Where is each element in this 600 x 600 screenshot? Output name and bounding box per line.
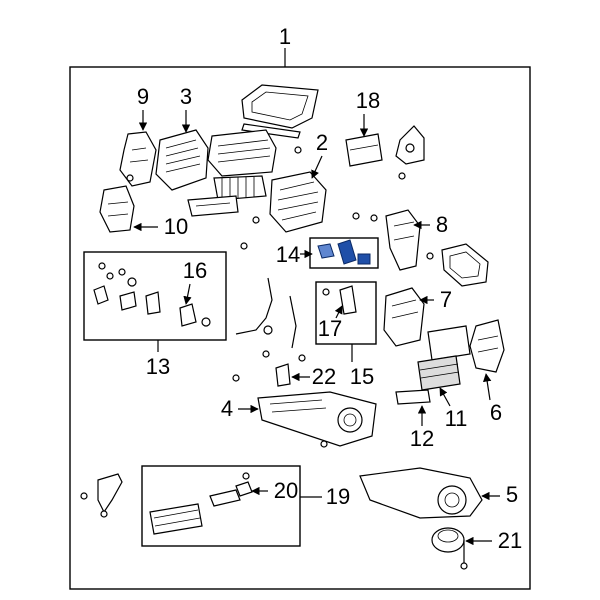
plate-12-part — [395, 389, 431, 405]
filter-frame-part — [241, 84, 319, 129]
blower-motor-21-part — [431, 527, 468, 570]
linkage-rods-part — [235, 277, 297, 349]
callout-18: 18 — [356, 88, 380, 113]
callout-12: 12 — [410, 426, 434, 451]
callout-5: 5 — [506, 482, 518, 507]
subassembly-13-box — [83, 251, 227, 341]
callout-13: 13 — [146, 354, 170, 379]
callout-7: 7 — [440, 287, 452, 312]
housing-7-part — [383, 287, 425, 347]
callout-14: 14 — [276, 242, 300, 267]
callout-11-leader — [439, 387, 451, 407]
callout-8: 8 — [436, 212, 448, 237]
callout-4: 4 — [221, 396, 233, 421]
callout-2-leader — [311, 155, 323, 179]
callout-9: 9 — [137, 84, 149, 109]
callout-3: 3 — [180, 84, 192, 109]
tube-18-part — [345, 133, 383, 167]
subassembly-15-box — [315, 281, 377, 345]
vent-housing-part — [207, 129, 277, 177]
bracket-18-part — [395, 125, 425, 165]
gasket-strip-part — [241, 123, 301, 139]
callout-19: 19 — [326, 484, 350, 509]
clip-20-part — [235, 472, 253, 497]
lower-case-4-part — [257, 391, 377, 447]
blower-case-5-part — [359, 467, 483, 519]
duct-6-part — [469, 319, 505, 373]
bracket-lower-left-part — [80, 473, 123, 518]
callout-20: 20 — [274, 478, 298, 503]
filter-11-part — [417, 355, 461, 391]
clip-22-part — [275, 363, 291, 387]
heater-core-19-part — [149, 489, 241, 535]
shroud-10-part — [99, 185, 135, 233]
callout-11: 11 — [445, 406, 468, 431]
linkage-bar-part — [187, 195, 239, 217]
callout-16: 16 — [183, 258, 207, 283]
callout-17: 17 — [318, 316, 342, 341]
callout-16-leader — [183, 283, 192, 305]
linkage-13-parts — [93, 262, 211, 327]
callout-21: 21 — [498, 528, 522, 553]
callout-1: 1 — [279, 24, 291, 49]
actuator-14-highlight — [317, 239, 371, 265]
callout-6-leader — [482, 373, 492, 401]
panel-7-part — [427, 325, 471, 361]
callout-10: 10 — [164, 214, 188, 239]
ribbed-duct-part — [213, 175, 267, 201]
callout-15: 15 — [350, 364, 374, 389]
gasket-right-part — [441, 243, 489, 287]
callout-22: 22 — [312, 364, 336, 389]
callout-6: 6 — [490, 400, 502, 425]
heater-case-3-part — [155, 129, 209, 191]
assembly-frame — [69, 66, 531, 590]
bracket-17-part — [322, 285, 357, 315]
callout-2: 2 — [316, 130, 328, 155]
duct-8-part — [385, 209, 421, 271]
fastener-group — [232, 146, 434, 448]
callout-17-leader — [334, 305, 343, 319]
heater-core-2-part — [269, 171, 327, 233]
subassembly-19-box — [141, 465, 301, 547]
bracket-9-part — [119, 131, 157, 187]
